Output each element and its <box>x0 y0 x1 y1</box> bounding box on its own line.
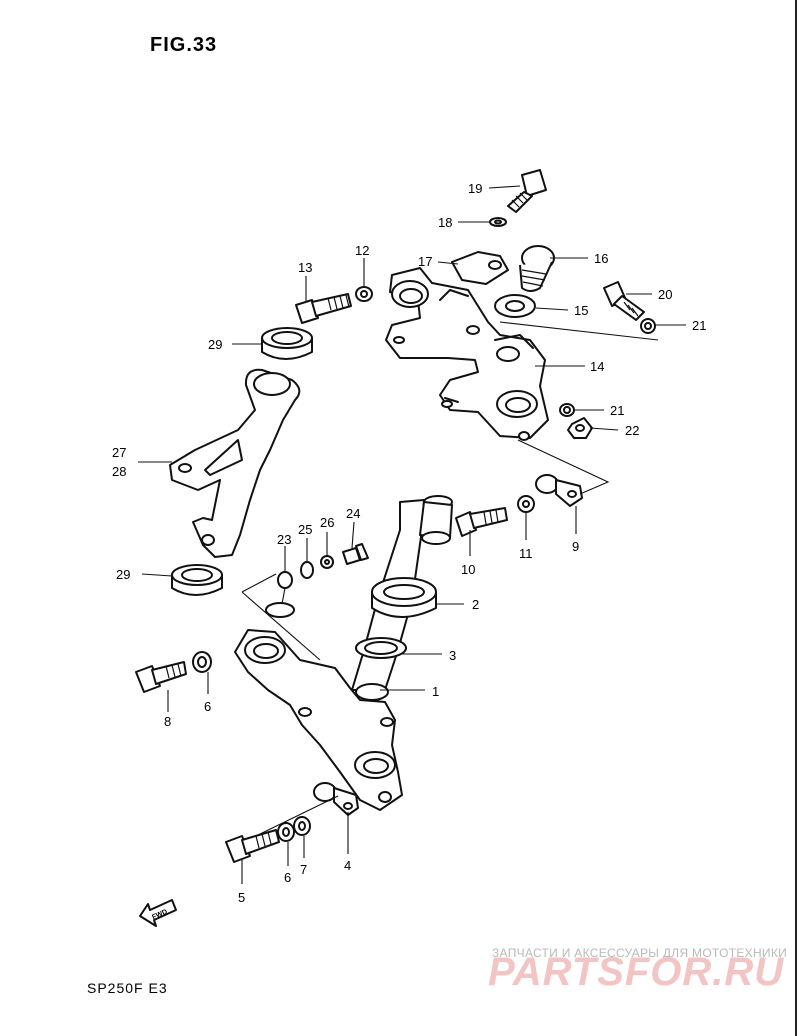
callout-8: 8 <box>164 714 171 729</box>
washer-6-left <box>192 651 212 673</box>
callout-27: 27 <box>112 445 126 460</box>
figure-title: FIG.33 <box>150 34 218 56</box>
handlebar-holder-plate <box>169 368 301 558</box>
callout-26: 26 <box>320 515 334 530</box>
washer-6-lower <box>277 822 295 842</box>
bearing <box>371 577 437 618</box>
screw-24 <box>342 543 369 565</box>
callout-25: 25 <box>298 522 312 537</box>
callout-20: 20 <box>658 287 672 302</box>
washer-25 <box>300 561 314 579</box>
callout-14: 14 <box>590 359 604 374</box>
grommet-lower <box>171 564 223 596</box>
callout-12: 12 <box>355 243 369 258</box>
callout-29-upper: 29 <box>208 337 222 352</box>
bolt-8 <box>135 661 187 693</box>
callout-13: 13 <box>298 260 312 275</box>
callout-3: 3 <box>449 648 456 663</box>
bolt-5 <box>225 829 280 863</box>
page-border <box>795 0 797 1036</box>
washer-11 <box>517 495 535 513</box>
bolt-19 <box>507 169 547 213</box>
callout-numbers: 19 18 17 16 15 20 21 14 21 22 12 13 29 2… <box>112 181 706 905</box>
washer-21-upper <box>640 318 656 334</box>
callout-1: 1 <box>432 684 439 699</box>
grommet-upper <box>261 327 313 360</box>
washer-26 <box>320 555 334 569</box>
callout-16: 16 <box>594 251 608 266</box>
callout-24: 24 <box>346 506 360 521</box>
watermark-tagline: ЗАПЧАСТИ И АКСЕССУАРЫ ДЛЯ МОТОТЕХНИКИ <box>492 946 788 960</box>
washer-18 <box>489 217 507 227</box>
callout-21-lower: 21 <box>610 403 624 418</box>
holder-cap-17 <box>451 251 509 285</box>
callout-2: 2 <box>472 597 479 612</box>
bolt-20 <box>603 281 645 321</box>
callout-6-left: 6 <box>204 699 211 714</box>
washer-7 <box>293 816 311 836</box>
callout-7: 7 <box>300 862 307 877</box>
lower-bracket <box>234 629 403 811</box>
callout-11: 11 <box>519 546 533 561</box>
callout-18: 18 <box>438 215 452 230</box>
callout-19: 19 <box>468 181 482 196</box>
callout-22: 22 <box>625 423 639 438</box>
washer-21-lower <box>559 403 575 417</box>
clamp-9 <box>535 474 583 507</box>
callout-10: 10 <box>461 562 475 577</box>
circlip-23 <box>265 571 295 618</box>
bolt-10 <box>455 507 508 537</box>
bolt-13 <box>295 293 352 324</box>
bolt-16 <box>519 245 555 292</box>
leader-lines <box>138 185 686 884</box>
washer-12 <box>355 286 373 302</box>
callout-15: 15 <box>574 303 588 318</box>
clamp-4 <box>313 782 359 816</box>
callout-9: 9 <box>572 539 579 554</box>
callout-17: 17 <box>418 254 432 269</box>
model-code: SP250F E3 <box>87 980 168 996</box>
nut-22 <box>567 417 593 439</box>
callout-6-lower: 6 <box>284 870 291 885</box>
callout-28: 28 <box>112 464 126 479</box>
watermark-brand: PARTSFOR.RU <box>488 950 785 994</box>
callout-4: 4 <box>344 858 351 873</box>
callout-29-lower: 29 <box>116 567 130 582</box>
upper-bracket <box>385 267 549 441</box>
fwd-arrow: FWD <box>139 899 177 927</box>
callout-5: 5 <box>238 890 245 905</box>
callout-23: 23 <box>277 532 291 547</box>
dust-seal <box>355 637 407 659</box>
cushion-15 <box>494 294 536 318</box>
callout-21-upper: 21 <box>692 318 706 333</box>
